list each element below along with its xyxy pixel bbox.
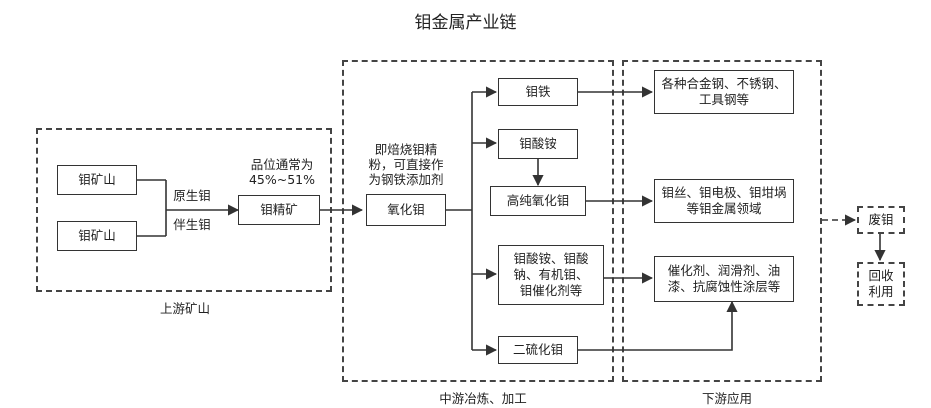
- mine-node-primary: 钼矿山: [57, 165, 137, 195]
- associated-molybdenum-label: 伴生钼: [170, 217, 214, 232]
- concentrate-node: 钼精矿: [238, 195, 320, 225]
- diagram-title: 钼金属产业链: [414, 13, 517, 33]
- ferro-node: 钼铁: [498, 78, 578, 106]
- downstream-section: [622, 60, 822, 382]
- midstream-section: [342, 60, 614, 382]
- alloy-steel-node: 各种合金钢、不锈钢、 工具钢等: [654, 70, 794, 114]
- chemicals-node: 钼酸铵、钼酸 钠、有机钼、 钼催化剂等: [498, 245, 604, 305]
- molybdenum-metal-node: 钼丝、钼电极、钼坩埚 等钼金属领域: [654, 179, 794, 223]
- recycling-node: 回收 利用: [857, 262, 905, 306]
- primary-molybdenum-label: 原生钼: [170, 188, 214, 203]
- disulfide-node: 二硫化钼: [498, 336, 578, 364]
- roasted-note: 即焙烧钼精 粉，可直接作 为钢铁添加剂: [368, 142, 444, 187]
- pure-oxide-node: 高纯氧化钼: [490, 186, 586, 216]
- ammonium-node: 钼酸铵: [498, 129, 578, 159]
- mine-node-associated: 钼矿山: [57, 221, 137, 251]
- upstream-label: 上游矿山: [159, 301, 210, 316]
- oxide-node: 氧化钼: [366, 194, 446, 226]
- disulfide-to-catalyst-arrow: [578, 300, 738, 351]
- waste-molybdenum-node: 废钼: [857, 206, 905, 234]
- midstream-label: 中游冶炼、加工: [439, 391, 527, 406]
- catalyst-coating-node: 催化剂、润滑剂、油 漆、抗腐蚀性涂层等: [654, 256, 794, 302]
- grade-note: 品位通常为 45%~51%: [248, 157, 316, 187]
- downstream-label: 下游应用: [701, 391, 752, 406]
